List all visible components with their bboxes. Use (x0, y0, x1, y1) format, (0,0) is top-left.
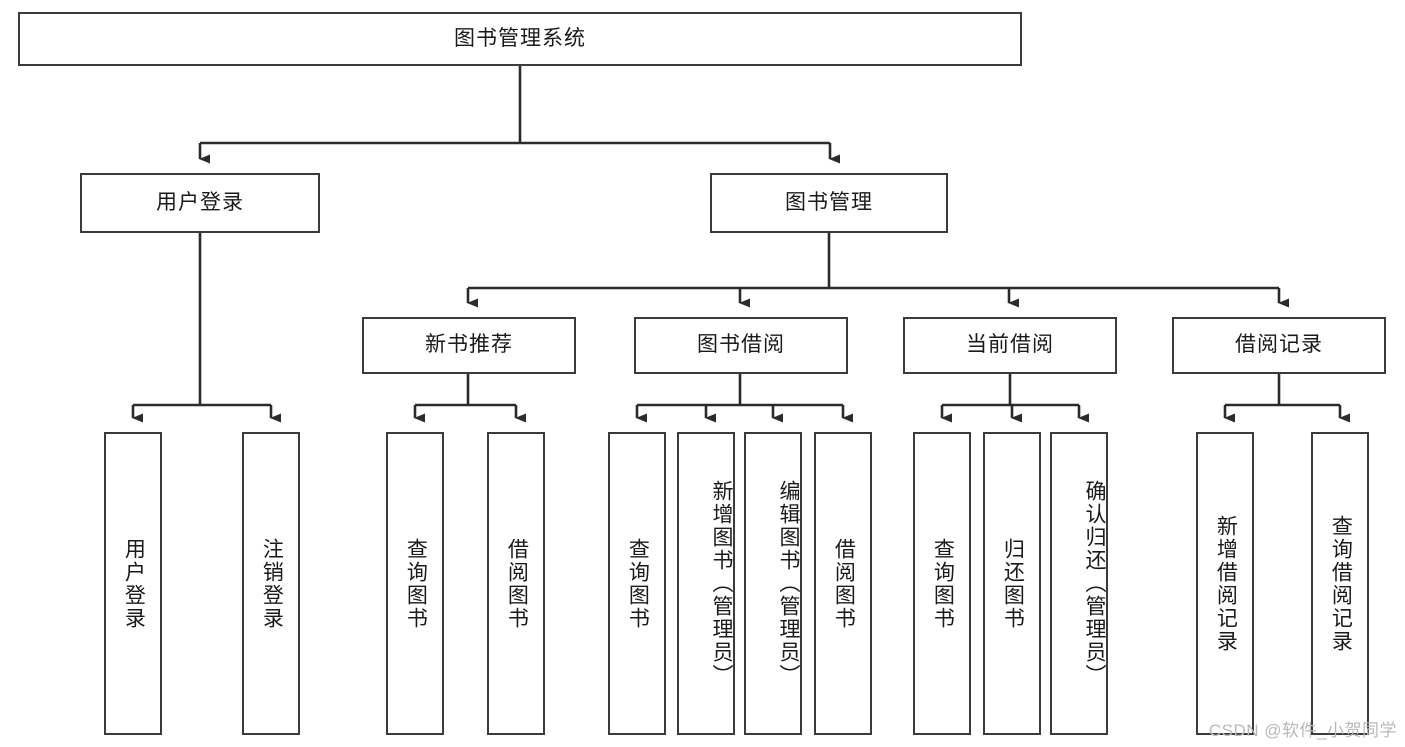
node-leaf-confirm-return-admin-label: 确认归还（管理员） (1083, 480, 1106, 687)
node-leaf-query-book-borrow[interactable]: 查询图书 (608, 432, 666, 735)
node-leaf-user-logout[interactable]: 注销登录 (242, 432, 300, 735)
node-borrow-record-label: 借阅记录 (1235, 333, 1323, 357)
node-leaf-return-book-label: 归还图书 (1001, 537, 1025, 630)
node-leaf-add-book-admin-label: 新增图书（管理员） (710, 480, 733, 687)
node-current-borrow-label: 当前借阅 (966, 333, 1054, 357)
node-new-book-recommend[interactable]: 新书推荐 (362, 317, 576, 374)
node-leaf-user-login[interactable]: 用户登录 (104, 432, 162, 735)
node-leaf-query-book-current[interactable]: 查询图书 (913, 432, 971, 735)
node-book-manage[interactable]: 图书管理 (710, 173, 948, 233)
node-leaf-add-book-admin[interactable]: 新增图书（管理员） (677, 432, 735, 735)
node-leaf-add-borrow-record[interactable]: 新增借阅记录 (1196, 432, 1254, 735)
node-user-login[interactable]: 用户登录 (80, 173, 320, 233)
node-leaf-query-borrow-record[interactable]: 查询借阅记录 (1311, 432, 1369, 735)
node-leaf-user-login-label: 用户登录 (122, 537, 146, 630)
node-leaf-query-book-current-label: 查询图书 (931, 537, 955, 630)
node-leaf-user-logout-label: 注销登录 (260, 537, 284, 630)
node-leaf-borrow-book-recommend-label: 借阅图书 (505, 537, 529, 630)
node-leaf-edit-book-admin-label: 编辑图书（管理员） (777, 480, 800, 687)
node-leaf-query-book-recommend-label: 查询图书 (404, 537, 428, 630)
node-root-label: 图书管理系统 (454, 26, 586, 50)
node-leaf-query-borrow-record-label: 查询借阅记录 (1329, 514, 1353, 653)
node-leaf-return-book[interactable]: 归还图书 (983, 432, 1041, 735)
node-leaf-borrow-book-recommend[interactable]: 借阅图书 (487, 432, 545, 735)
node-leaf-query-book-borrow-label: 查询图书 (626, 537, 650, 630)
node-book-manage-label: 图书管理 (785, 190, 873, 214)
node-book-borrow[interactable]: 图书借阅 (634, 317, 848, 374)
node-leaf-edit-book-admin[interactable]: 编辑图书（管理员） (744, 432, 802, 735)
node-new-book-recommend-label: 新书推荐 (425, 333, 513, 357)
watermark-text: CSDN @软件_小贺同学 (1208, 721, 1397, 740)
node-leaf-confirm-return-admin[interactable]: 确认归还（管理员） (1050, 432, 1108, 735)
node-user-login-label: 用户登录 (156, 190, 244, 214)
node-root[interactable]: 图书管理系统 (18, 12, 1022, 66)
node-book-borrow-label: 图书借阅 (697, 333, 785, 357)
node-current-borrow[interactable]: 当前借阅 (903, 317, 1117, 374)
node-leaf-borrow-book-label: 借阅图书 (832, 537, 856, 630)
node-leaf-add-borrow-record-label: 新增借阅记录 (1214, 514, 1238, 653)
node-leaf-query-book-recommend[interactable]: 查询图书 (386, 432, 444, 735)
node-borrow-record[interactable]: 借阅记录 (1172, 317, 1386, 374)
node-leaf-borrow-book[interactable]: 借阅图书 (814, 432, 872, 735)
